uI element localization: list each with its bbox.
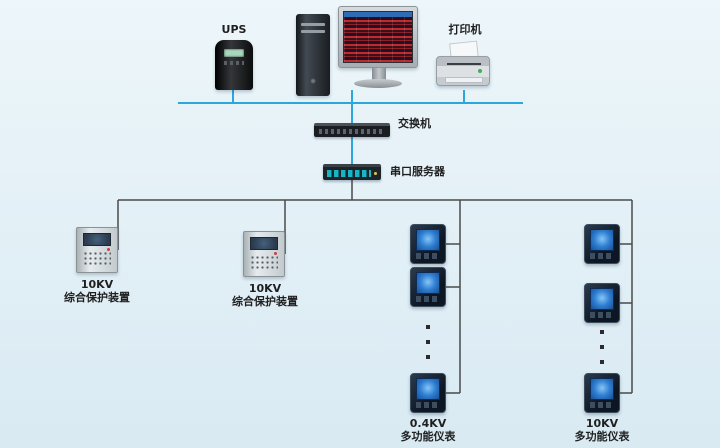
- pc-power-button-icon: [310, 78, 316, 84]
- relay-screen-icon: [250, 237, 278, 250]
- meter-lcd-icon: [590, 288, 614, 310]
- meter-keys-icon: [416, 253, 440, 259]
- relay-screen-icon: [83, 233, 111, 246]
- ups-label: UPS: [221, 23, 247, 36]
- meter-lcd-icon: [590, 229, 614, 251]
- printer-led-icon: [478, 69, 482, 73]
- meter-keys-icon: [590, 402, 614, 408]
- pc-tower-icon: [296, 14, 330, 96]
- meter-keys-icon: [590, 312, 614, 318]
- switch-ports-icon: [319, 129, 385, 134]
- meter-lcd-icon: [590, 378, 614, 400]
- relay-keypad-icon: [250, 255, 278, 270]
- printer-label: 打印机: [448, 23, 482, 36]
- network-bus-wires: [178, 88, 523, 165]
- protection-relay-icon: [243, 231, 285, 277]
- ellipsis-dot: [600, 330, 604, 334]
- multifunction-meter-icon: [584, 283, 620, 323]
- ethernet-switch-icon: [314, 123, 390, 137]
- ups-device-icon: [215, 40, 253, 90]
- serial-server-label: 串口服务器: [390, 165, 445, 178]
- meter-column-10kv-label: 10KV 多功能仪表: [557, 417, 647, 443]
- printer-tray-icon: [445, 77, 483, 83]
- relay1-voltage: 10KV: [80, 278, 114, 291]
- ellipsis-dot: [600, 360, 604, 364]
- relay2-voltage: 10KV: [248, 282, 282, 295]
- serial-ports-icon: [327, 170, 371, 177]
- meter-10kv-voltage: 10KV: [585, 417, 619, 430]
- ellipsis-dot: [600, 345, 604, 349]
- meter-04kv-name: 多功能仪表: [400, 430, 456, 443]
- meter-column-04kv-label: 0.4KV 多功能仪表: [383, 417, 473, 443]
- multifunction-meter-icon: [410, 267, 446, 307]
- meter-lcd-icon: [416, 229, 440, 251]
- pc-drive-bay-icon: [301, 30, 325, 33]
- relay1-label: 10KV 综合保护装置: [52, 278, 142, 304]
- ellipsis-dot: [426, 325, 430, 329]
- meter-keys-icon: [416, 296, 440, 302]
- meter-keys-icon: [416, 402, 440, 408]
- monitor-base-icon: [354, 79, 402, 88]
- multifunction-meter-icon: [584, 373, 620, 413]
- switch-label: 交换机: [398, 117, 431, 130]
- serial-server-icon: [323, 164, 381, 180]
- meter-lcd-icon: [416, 272, 440, 294]
- relay-keypad-icon: [83, 251, 111, 266]
- pc-drive-bay-icon: [301, 23, 325, 26]
- monitor-icon: [338, 6, 418, 68]
- ellipsis-dot: [426, 340, 430, 344]
- field-wires: [117, 180, 633, 394]
- meter-10kv-name: 多功能仪表: [574, 430, 630, 443]
- serial-led-icon: [374, 172, 377, 175]
- relay1-name: 综合保护装置: [64, 291, 130, 304]
- multifunction-meter-icon: [410, 224, 446, 264]
- meter-lcd-icon: [416, 378, 440, 400]
- meter-04kv-voltage: 0.4KV: [409, 417, 447, 430]
- relay2-label: 10KV 综合保护装置: [220, 282, 310, 308]
- meter-keys-icon: [590, 253, 614, 259]
- printer-icon: [436, 56, 490, 86]
- ups-buttons-icon: [224, 61, 244, 65]
- ups-display-icon: [224, 49, 244, 57]
- relay2-name: 综合保护装置: [232, 295, 298, 308]
- relay-led-icon: [274, 252, 277, 255]
- protection-relay-icon: [76, 227, 118, 273]
- printer-slot-icon: [447, 63, 481, 65]
- relay-led-icon: [107, 248, 110, 251]
- multifunction-meter-icon: [410, 373, 446, 413]
- monitor-screen-icon: [343, 11, 413, 63]
- multifunction-meter-icon: [584, 224, 620, 264]
- monitor-stand-icon: [372, 68, 386, 80]
- ellipsis-dot: [426, 355, 430, 359]
